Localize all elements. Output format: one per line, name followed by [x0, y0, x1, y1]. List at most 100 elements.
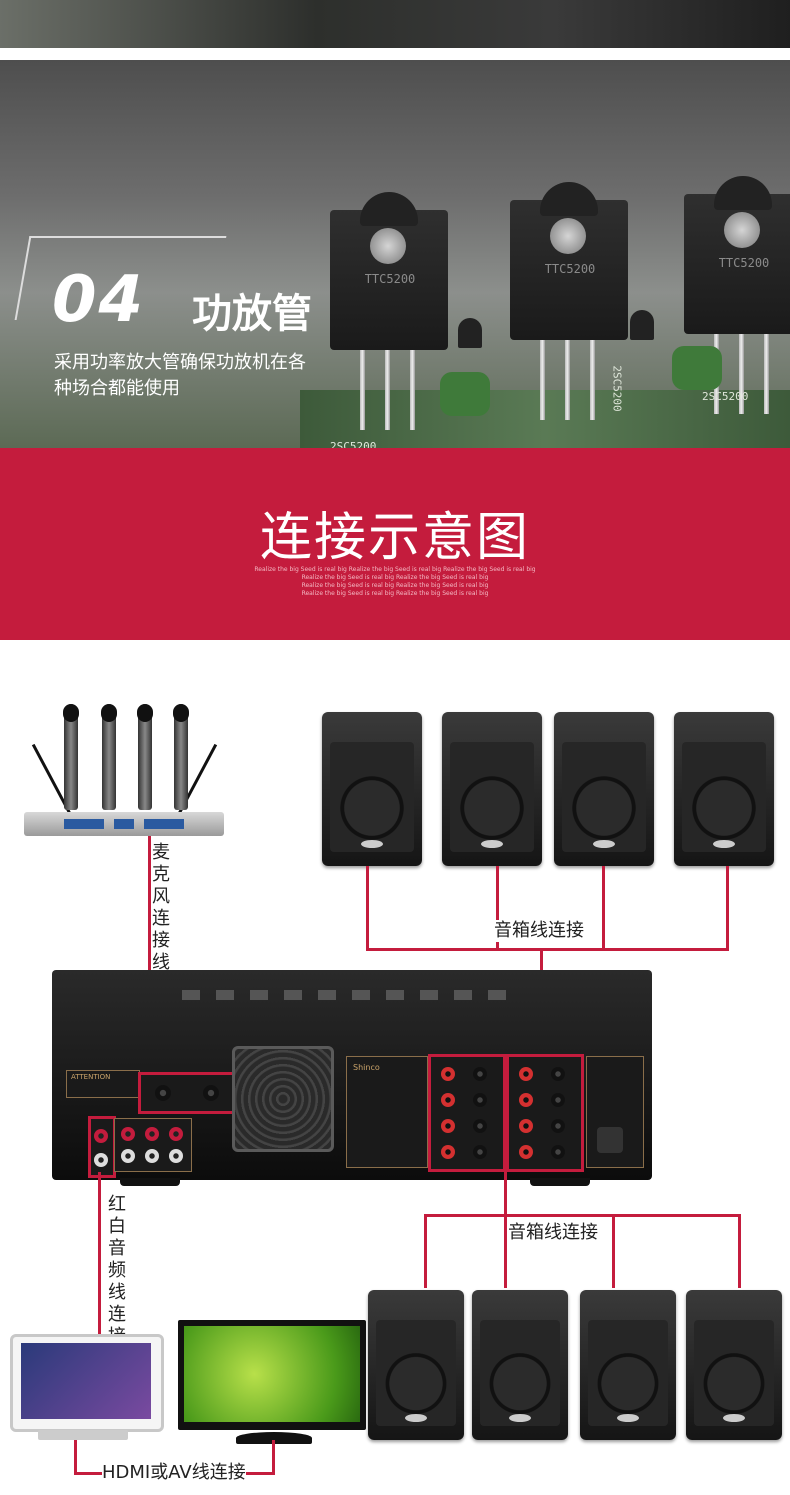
power-transistor: TTC5200 [330, 192, 448, 350]
speaker-cable-line [726, 866, 729, 950]
transistor-leg [590, 340, 595, 420]
speaker-icon [554, 712, 654, 866]
television [178, 1320, 366, 1430]
subtitle-line: Realize the big Seed is real big Realize… [301, 590, 489, 597]
mic-jack-icon [155, 1085, 171, 1101]
ktv-stand [38, 1430, 128, 1440]
section-gap [0, 48, 790, 60]
power-transistor: TTC5200 [684, 176, 790, 334]
attention-plate: ATTENTION [66, 1070, 140, 1098]
mic-cable-line [148, 836, 151, 1058]
tv-screen [184, 1326, 360, 1422]
board-mark: 2SC5200 [330, 440, 377, 448]
rca-white-jack-icon [94, 1153, 108, 1167]
diagram-subtitle: Realize the big Seed is real big Realize… [195, 566, 595, 598]
speaker-icon [674, 712, 774, 866]
speaker-icon [580, 1290, 676, 1440]
transistor-mark: TTC5200 [718, 256, 770, 270]
speaker-cable-line [366, 948, 729, 951]
rating-label: Shinco [346, 1056, 428, 1168]
speaker-icon [368, 1290, 464, 1440]
speaker-icon [322, 712, 422, 866]
transistor-leg [764, 334, 769, 414]
board-mark: 2SC5200 [702, 390, 749, 403]
mic-jack-icon [203, 1085, 219, 1101]
ktv-player [10, 1334, 164, 1432]
transistor-leg [565, 340, 570, 420]
speaker-cable-line [738, 1214, 741, 1288]
subtitle-line: Realize the big Seed is real big Realize… [254, 566, 536, 573]
tv-stand [236, 1432, 312, 1444]
green-capacitor [440, 372, 490, 416]
small-transistor [630, 310, 654, 340]
cooling-fan-icon [232, 1046, 334, 1152]
speaker-terminals-left [428, 1054, 506, 1172]
section-description: 采用功率放大管确保功放机在各 种场合都能使用 [54, 350, 354, 402]
ktv-screen [21, 1343, 151, 1419]
section-title: 功放管 [192, 291, 312, 337]
rca-ports [114, 1118, 192, 1172]
speaker-cable-label: 音箱线连接 [508, 1222, 598, 1244]
hdmi-cable-label: HDMI或AV线连接 [102, 1462, 246, 1484]
green-capacitor [672, 346, 722, 390]
transistor-tab [360, 192, 418, 226]
screw-icon [550, 218, 586, 254]
speaker-cable-line [602, 866, 605, 950]
wireless-mic-receiver [24, 812, 224, 836]
diagram-header-banner [0, 448, 790, 640]
subtitle-line: Realize the big Seed is real big Realize… [301, 574, 489, 581]
microphone-icon [101, 704, 117, 810]
power-socket-icon [597, 1127, 623, 1153]
transistor-leg [540, 340, 545, 420]
mic-input-ports [138, 1072, 242, 1114]
speaker-icon [472, 1290, 568, 1440]
microphone-icon [63, 704, 79, 810]
power-transistor: TTC5200 [510, 182, 628, 340]
transistor-mark: TTC5200 [364, 272, 416, 286]
speaker-cable-line [612, 1214, 615, 1288]
diagram-title: 连接示意图 [259, 508, 530, 568]
brand-text: Shinco [353, 1063, 380, 1072]
amp-foot [120, 1178, 180, 1186]
small-transistor [458, 318, 482, 348]
section-number: 04 [52, 263, 146, 337]
subtitle-line: Realize the big Seed is real big Realize… [301, 582, 489, 589]
amplifier-rear-panel: ATTENTION Shinco [52, 970, 652, 1180]
board-mark: 2SC5200 [610, 365, 624, 412]
speaker-cable-line [424, 1214, 740, 1217]
speaker-terminals-right [506, 1054, 584, 1172]
microphone-icon [173, 704, 189, 810]
power-tube-banner: TTC5200 TTC5200 TTC5200 2SC5200 2SC5200 … [0, 60, 790, 448]
power-input-panel [586, 1056, 644, 1168]
audio-cable-label: 红白音频线连接 [108, 1194, 126, 1347]
description-line: 种场合都能使用 [54, 378, 180, 399]
speaker-cable-line [504, 1170, 507, 1216]
hdmi-cable-line [74, 1440, 77, 1474]
speaker-cable-line [496, 866, 499, 950]
speaker-cable-line [504, 1214, 507, 1288]
speaker-cable-line [424, 1214, 427, 1288]
screw-icon [724, 212, 760, 248]
mic-cable-label: 麦克风连接线 [152, 842, 170, 973]
microphone-icon [137, 704, 153, 810]
transistor-leg [410, 350, 415, 430]
transistor-leg [385, 350, 390, 430]
top-image-strip [0, 0, 790, 48]
speaker-icon [686, 1290, 782, 1440]
transistor-tab [540, 182, 598, 216]
hdmi-cable-line [272, 1440, 275, 1475]
speaker-cable-line [366, 866, 369, 950]
description-line: 采用功率放大管确保功放机在各 [54, 352, 306, 373]
aux-input-ports [88, 1116, 116, 1178]
transistor-leg [360, 350, 365, 430]
rca-red-jack-icon [94, 1129, 108, 1143]
transistor-mark: TTC5200 [544, 262, 596, 276]
audio-cable-line [98, 1172, 101, 1338]
transistor-leg [739, 334, 744, 414]
speaker-cable-label: 音箱线连接 [494, 920, 584, 942]
screw-icon [370, 228, 406, 264]
transistor-tab [714, 176, 772, 210]
attention-text: ATTENTION [71, 1073, 111, 1081]
amp-foot [530, 1178, 590, 1186]
circuit-board [300, 390, 790, 448]
